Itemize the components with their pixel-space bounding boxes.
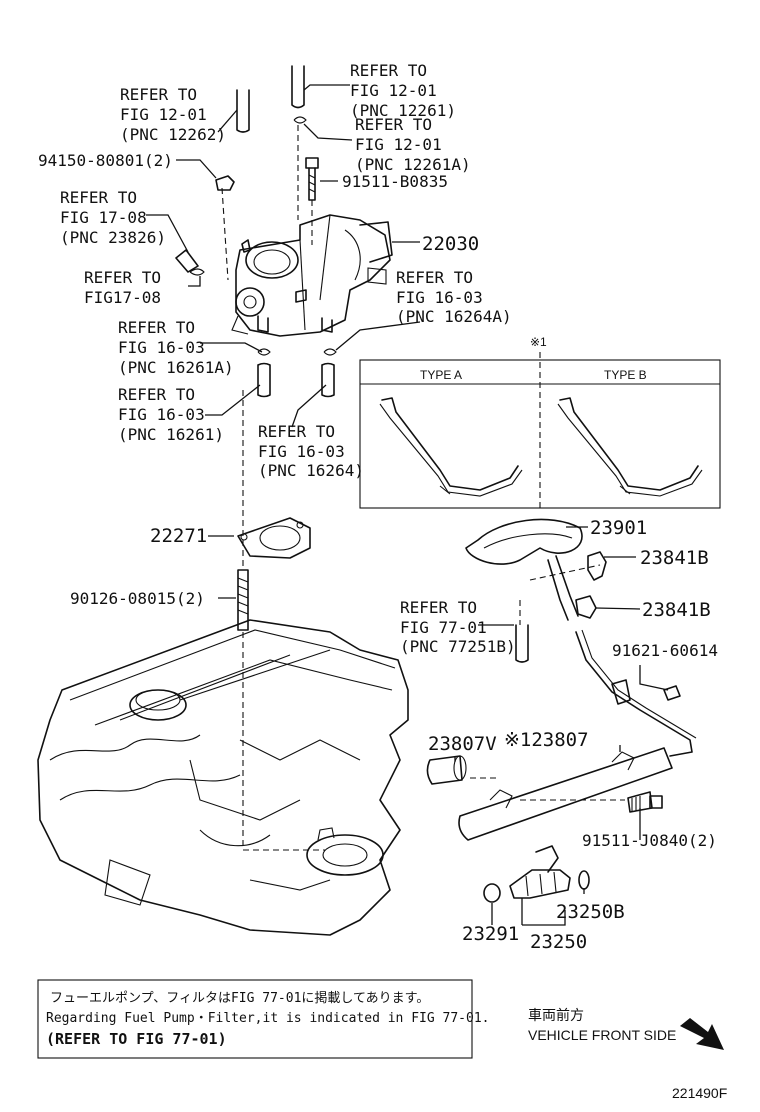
ref-16264-line1: REFER TO <box>258 422 335 441</box>
ref-16264a-line1: REFER TO <box>396 268 473 287</box>
ref-23826-line2: FIG 17-08 <box>60 208 147 227</box>
ref-12261a-line2: FIG 12-01 <box>355 135 442 154</box>
part-23250: 23250 <box>530 931 587 953</box>
part-22030: 22030 <box>422 233 479 255</box>
callout-ref-12262: REFER TO FIG 12-01 (PNC 12262) <box>120 85 226 144</box>
ref-12261-line2: FIG 12-01 <box>350 81 437 100</box>
ref-1708-line1: REFER TO <box>84 268 161 287</box>
leader-lines <box>146 84 669 926</box>
callout-ref-16261: REFER TO FIG 16-03 (PNC 16261) <box>118 385 224 444</box>
ref-16264a-line2: FIG 16-03 <box>396 288 483 307</box>
delivery-pipe-23807-drawing <box>426 747 673 841</box>
ref-77251b-line2: FIG 77-01 <box>400 618 487 637</box>
note-line-jp: フューエルポンプ、フィルタはFIG 77-01に掲載してあります。 <box>50 990 429 1006</box>
ref-77251b-line3: (PNC 77251B) <box>400 637 516 656</box>
part-91511-b0835: 91511-B0835 <box>342 172 448 191</box>
throttle-body-drawing <box>175 65 393 398</box>
engine-block-drawing <box>37 619 409 936</box>
part-23841b-upper: 23841B <box>640 547 709 569</box>
centerlines <box>221 125 625 851</box>
callout-ref-12261a: REFER TO FIG 12-01 (PNC 12261A) <box>355 115 471 174</box>
part-23901: 23901 <box>590 517 647 539</box>
part-23250b: 23250B <box>556 901 625 923</box>
part-23807: ※123807 <box>504 729 589 751</box>
injector-23250-drawing <box>483 845 590 903</box>
ref-16264-line3: (PNC 16264) <box>258 461 364 480</box>
note-line-en: Regarding Fuel Pump・Filter,it is indicat… <box>46 1011 489 1026</box>
ref-12261-line1: REFER TO <box>350 61 427 80</box>
direction-jp: 車両前方 <box>528 1007 584 1023</box>
ref-23826-line1: REFER TO <box>60 188 137 207</box>
ref-16261-line2: FIG 16-03 <box>118 405 205 424</box>
callout-ref-23826: REFER TO FIG 17-08 (PNC 23826) <box>60 188 166 247</box>
callout-ref-1708: REFER TO FIG17-08 <box>84 268 161 307</box>
ref-16261a-line3: (PNC 16261A) <box>118 358 234 377</box>
ref-12262-line1: REFER TO <box>120 85 197 104</box>
stud-90126-drawing <box>237 569 249 631</box>
clamp-23841b-drawing <box>575 551 607 619</box>
callout-ref-16264a: REFER TO FIG 16-03 (PNC 16264A) <box>396 268 512 326</box>
note-box <box>37 979 473 1059</box>
inset-type-a: TYPE A <box>420 368 462 382</box>
ref-16264-line2: FIG 16-03 <box>258 442 345 461</box>
ref-12261-line3: (PNC 12261) <box>350 101 456 120</box>
part-94150: 94150-80801(2) <box>38 151 173 170</box>
part-23841b-lower: 23841B <box>642 599 711 621</box>
callout-ref-77251b: REFER TO FIG 77-01 (PNC 77251B) <box>400 598 516 656</box>
part-23291: 23291 <box>462 923 519 945</box>
part-91621: 91621-60614 <box>612 641 718 660</box>
part-91511-j0840: 91511-J0840(2) <box>582 831 717 850</box>
fuel-pipe-drawing <box>575 629 697 757</box>
ref-77251b-line1: REFER TO <box>400 598 477 617</box>
ref-12261a-line3: (PNC 12261A) <box>355 155 471 174</box>
ref-16261a-line1: REFER TO <box>118 318 195 337</box>
ref-16261-line3: (PNC 16261) <box>118 425 224 444</box>
callout-ref-12261: REFER TO FIG 12-01 (PNC 12261) <box>350 61 456 120</box>
part-90126: 90126-08015(2) <box>70 589 205 608</box>
ref-12261a-line1: REFER TO <box>355 115 432 134</box>
ref-16261-line1: REFER TO <box>118 385 195 404</box>
note-line-refer: (REFER TO FIG 77-01) <box>46 1030 227 1048</box>
direction-en: VEHICLE FRONT SIDE <box>528 1027 676 1043</box>
ref-16264a-line3: (PNC 16264A) <box>396 307 512 326</box>
fuel-hose-23901-drawing <box>465 518 583 621</box>
ref-23826-line3: (PNC 23826) <box>60 228 166 247</box>
inset-type-b: TYPE B <box>604 368 647 382</box>
part-23807v: 23807V <box>428 733 497 755</box>
ref-16261a-line2: FIG 16-03 <box>118 338 205 357</box>
figure-code: 221490F <box>672 1085 727 1101</box>
ref-12262-line3: (PNC 12262) <box>120 125 226 144</box>
hose-77251b-drawing <box>515 624 529 663</box>
part-22271: 22271 <box>150 525 207 547</box>
gasket-22271-drawing <box>237 517 311 559</box>
bolt-91511-j0840-drawing <box>627 791 663 813</box>
inset-marker: ※1 <box>530 335 547 349</box>
inset-box <box>359 352 721 509</box>
callout-ref-16261a: REFER TO FIG 16-03 (PNC 16261A) <box>118 318 234 377</box>
ref-1708-line2: FIG17-08 <box>84 288 161 307</box>
callout-ref-16264: REFER TO FIG 16-03 (PNC 16264) <box>258 422 364 480</box>
ref-12262-line2: FIG 12-01 <box>120 105 207 124</box>
front-direction-arrow <box>680 1018 724 1050</box>
